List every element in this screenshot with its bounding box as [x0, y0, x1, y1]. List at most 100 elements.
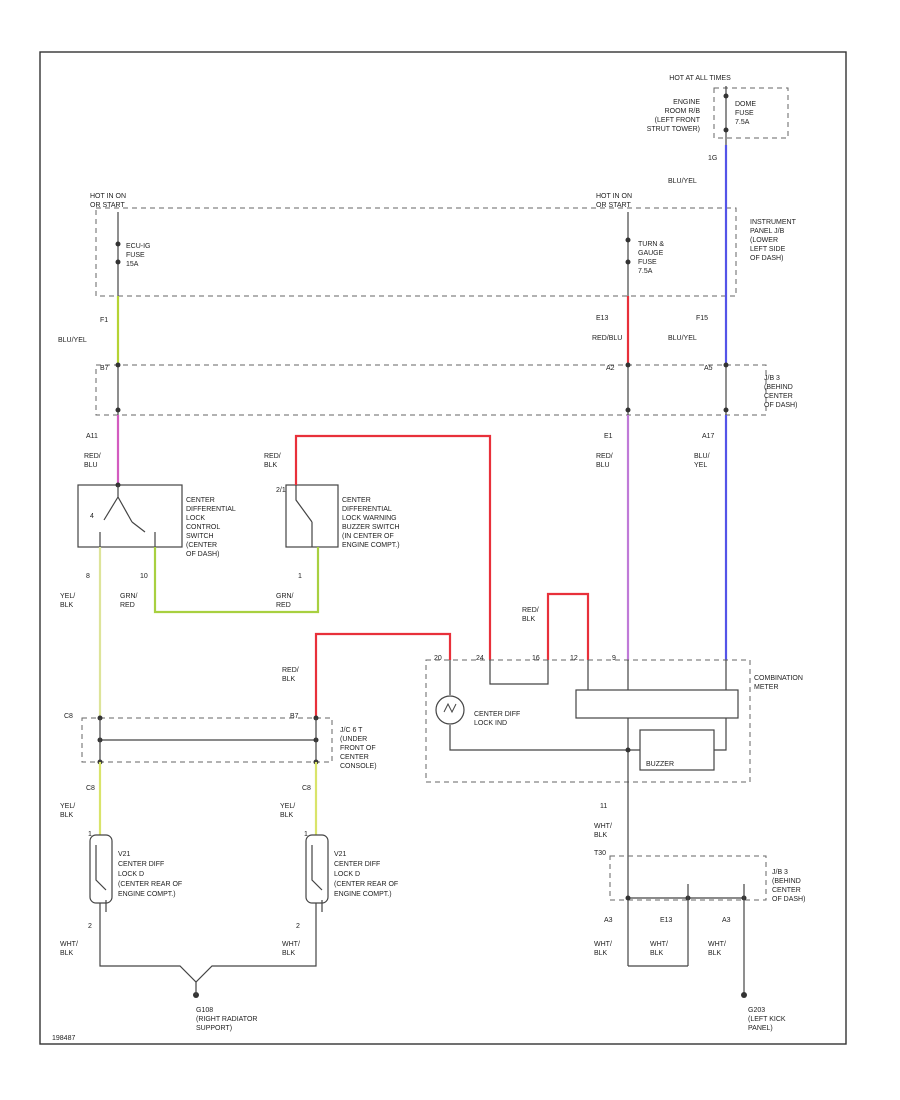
- svg-text:GRN/: GRN/: [276, 593, 294, 600]
- svg-text:HOT IN ON: HOT IN ON: [90, 193, 126, 200]
- svg-text:J/C 6 T: J/C 6 T: [340, 727, 363, 734]
- lamp-icon: [435, 695, 465, 725]
- svg-text:BLK: BLK: [594, 832, 608, 839]
- jb3-lower-wht-blk: WHT/ BLK: [594, 823, 612, 839]
- svg-text:FUSE: FUSE: [126, 252, 145, 259]
- det-pin-bot-1: 2: [88, 923, 92, 930]
- det-pin-top-2: 1: [304, 831, 308, 838]
- jb3-upper-box: [95, 364, 767, 416]
- red-blk-a-label: RED/ BLK: [264, 453, 281, 469]
- det-c-pin-2: C8: [302, 785, 311, 792]
- svg-text:RED: RED: [120, 602, 135, 609]
- wire-label-blu-yel-right: BLU/YEL: [668, 335, 697, 342]
- jb3-upper-node-left-b: [115, 407, 121, 413]
- svg-text:RED/: RED/: [84, 453, 101, 460]
- svg-text:DIFFERENTIAL: DIFFERENTIAL: [186, 506, 236, 513]
- conn-a17: A17: [702, 433, 715, 440]
- turn-fuse-terminal-2: [625, 259, 631, 265]
- ground-g2-dot: [741, 992, 747, 998]
- svg-text:COMBINATION: COMBINATION: [754, 675, 803, 682]
- jc-label: J/C 6 T (UNDER FRONT OF CENTER CONSOLE): [340, 727, 377, 770]
- svg-text:BLK: BLK: [264, 462, 278, 469]
- svg-text:(BEHIND: (BEHIND: [764, 384, 793, 391]
- ground-g2-label: G203 (LEFT KICK PANEL): [748, 1007, 786, 1032]
- svg-text:G203: G203: [748, 1007, 765, 1014]
- grn-red-label: GRN/ RED: [120, 593, 138, 609]
- svg-text:YEL/: YEL/: [60, 803, 75, 810]
- footer-id: 198487: [52, 1035, 75, 1042]
- svg-text:ENGINE COMPT.): ENGINE COMPT.): [334, 891, 392, 898]
- svg-text:RED/: RED/: [282, 667, 299, 674]
- svg-text:(LEFT FRONT: (LEFT FRONT: [655, 117, 701, 124]
- svg-text:LOCK IND: LOCK IND: [474, 720, 507, 727]
- lamp-filament-icon: [443, 702, 457, 714]
- jb3-lower-pin-bottom-3: A3: [722, 917, 731, 924]
- svg-text:WHT/: WHT/: [708, 941, 726, 948]
- det-pin-bot-2: 2: [296, 923, 300, 930]
- svg-text:WHT/: WHT/: [60, 941, 78, 948]
- ground-g1-label: G108 (RIGHT RADIATOR SUPPORT): [196, 1007, 257, 1032]
- svg-text:BLK: BLK: [60, 950, 74, 957]
- meter-pin-12: 12: [570, 655, 578, 662]
- jb3-lower-pin-bottom-2: E13: [660, 917, 673, 924]
- ip-jb-box: [95, 207, 737, 297]
- switch1-pin-a: 4: [90, 513, 94, 520]
- svg-text:SUPPORT): SUPPORT): [196, 1025, 232, 1032]
- svg-text:(CENTER: (CENTER: [186, 542, 217, 549]
- svg-text:SWITCH: SWITCH: [186, 533, 214, 540]
- diagram-frame: [39, 51, 847, 1045]
- pin-f15: F15: [696, 315, 708, 322]
- svg-text:WHT/: WHT/: [282, 941, 300, 948]
- svg-text:RED: RED: [276, 602, 291, 609]
- meter-pin-16: 16: [532, 655, 540, 662]
- svg-text:BLK: BLK: [282, 676, 296, 683]
- hot-at-all-times-label: HOT AT ALL TIMES: [669, 75, 731, 82]
- svg-text:FUSE: FUSE: [735, 110, 754, 117]
- det-pin-top-1: 1: [88, 831, 92, 838]
- svg-text:ROOM R/B: ROOM R/B: [665, 108, 701, 115]
- jb3-lower-wire-label-1: WHT/ BLK: [594, 941, 612, 957]
- dome-fuse-terminal: [723, 93, 729, 99]
- svg-text:METER: METER: [754, 684, 779, 691]
- jb3-lower-box: [609, 855, 767, 901]
- svg-text:GAUGE: GAUGE: [638, 250, 664, 257]
- wire-label-blu-yel-left: BLU/YEL: [58, 337, 87, 344]
- svg-text:GRN/: GRN/: [120, 593, 138, 600]
- svg-text:G108: G108: [196, 1007, 213, 1014]
- svg-text:BLK: BLK: [280, 812, 294, 819]
- svg-text:YEL/: YEL/: [60, 593, 75, 600]
- jb3-lower-wire-label-2: WHT/ BLK: [650, 941, 668, 957]
- svg-text:TURN &: TURN &: [638, 241, 664, 248]
- svg-text:LEFT SIDE: LEFT SIDE: [750, 246, 786, 253]
- svg-text:BLK: BLK: [708, 950, 722, 957]
- svg-text:OF DASH): OF DASH): [764, 402, 797, 409]
- det-wht-blk-1: WHT/ BLK: [60, 941, 78, 957]
- det-wire-1-label: YEL/ BLK: [60, 803, 75, 819]
- svg-text:CENTER: CENTER: [340, 754, 369, 761]
- svg-text:CONTROL: CONTROL: [186, 524, 220, 531]
- svg-text:BLU: BLU: [596, 462, 610, 469]
- blu-yel-b-label: BLU/ YEL: [694, 453, 710, 469]
- engine-room-box: [713, 87, 789, 139]
- svg-text:J/B 3: J/B 3: [764, 375, 780, 382]
- svg-text:15A: 15A: [126, 261, 139, 268]
- det-wht-blk-2: WHT/ BLK: [282, 941, 300, 957]
- dome-wire-label: BLU/YEL: [668, 178, 697, 185]
- svg-text:WHT/: WHT/: [650, 941, 668, 948]
- dome-pin-label: 1G: [708, 155, 717, 162]
- ecu-fuse-label: ECU-IG FUSE 15A: [126, 243, 151, 268]
- lock-detector-1: [89, 834, 113, 904]
- switch1-label: CENTER DIFFERENTIAL LOCK CONTROL SWITCH …: [186, 497, 236, 558]
- switch2-contacts: [295, 485, 313, 547]
- svg-text:YEL/: YEL/: [280, 803, 295, 810]
- meter-pin-20: 20: [434, 655, 442, 662]
- svg-text:BLK: BLK: [650, 950, 664, 957]
- svg-text:RED/: RED/: [264, 453, 281, 460]
- lock-detector-2-contact: [311, 845, 323, 912]
- svg-text:LOCK: LOCK: [186, 515, 205, 522]
- jb3-upper-pin-2: A2: [606, 365, 615, 372]
- svg-text:(LEFT KICK: (LEFT KICK: [748, 1016, 786, 1023]
- svg-text:PANEL J/B: PANEL J/B: [750, 228, 785, 235]
- meter-gauge-block: [575, 689, 739, 719]
